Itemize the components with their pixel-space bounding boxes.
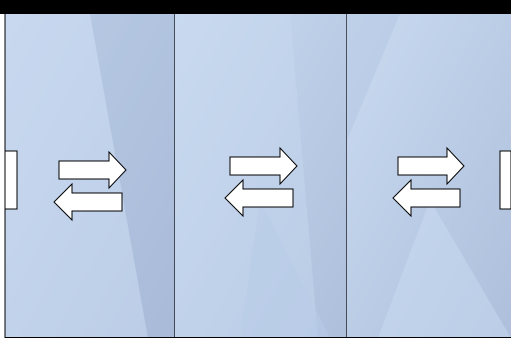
panel-2-arrow-left	[224, 178, 294, 218]
door-panel-3	[347, 14, 511, 338]
panel-1-arrow-right	[58, 150, 127, 190]
panel-1-arrow-left	[53, 182, 123, 222]
door-panel-2	[175, 14, 348, 338]
top-frame-bar	[0, 0, 511, 14]
right-handle	[499, 150, 511, 210]
panel-3-arrow-left	[392, 178, 461, 218]
panel-2-arrow-right	[229, 146, 298, 186]
left-handle	[4, 150, 18, 210]
panel-3-arrow-right	[397, 146, 465, 186]
